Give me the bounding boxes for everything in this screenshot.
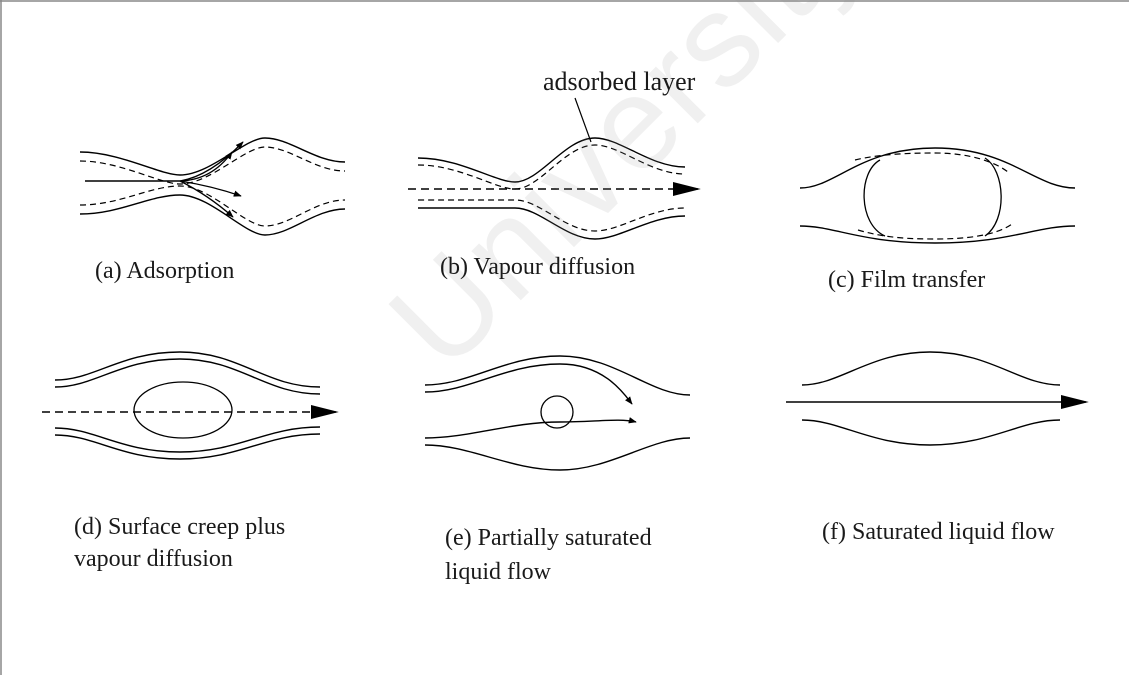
caption-f: (f) Saturated liquid flow bbox=[822, 518, 1055, 547]
film-meniscus bbox=[864, 158, 1001, 236]
caption-c: (c) Film transfer bbox=[828, 266, 985, 295]
air-bubble bbox=[541, 396, 573, 428]
lower-flow-arrow bbox=[425, 420, 636, 438]
caption-e-line2: liquid flow bbox=[445, 558, 551, 587]
panel-c-film-transfer bbox=[800, 148, 1075, 243]
adsorbed-layer-label: adsorbed layer bbox=[543, 67, 695, 96]
panel-e-partially-saturated bbox=[425, 356, 690, 470]
water-pocket bbox=[134, 382, 232, 438]
panel-a-adsorption bbox=[80, 138, 345, 235]
upper-flow-arrow bbox=[425, 364, 632, 404]
panel-d-surface-creep bbox=[42, 352, 336, 459]
caption-e-line1: (e) Partially saturated bbox=[445, 524, 652, 553]
caption-a: (a) Adsorption bbox=[95, 257, 234, 286]
caption-b: (b) Vapour diffusion bbox=[440, 253, 635, 282]
caption-d-line2: vapour diffusion bbox=[74, 545, 233, 574]
caption-d-line1: (d) Surface creep plus bbox=[74, 513, 285, 542]
panel-b-vapour-diffusion bbox=[408, 98, 698, 239]
adsorbed-layer-leader bbox=[575, 98, 591, 142]
panel-f-saturated bbox=[786, 352, 1086, 445]
